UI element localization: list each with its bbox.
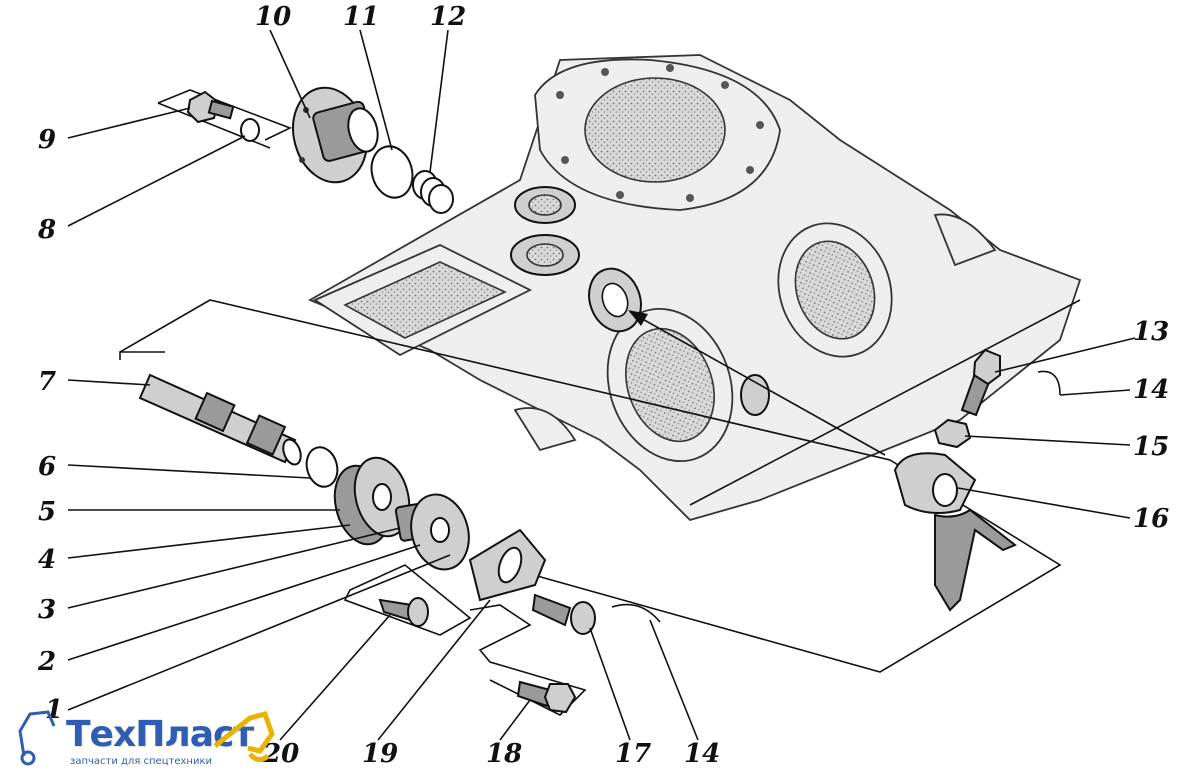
label-3: 3 bbox=[38, 595, 56, 625]
part-2-3-flanged-bushing bbox=[394, 493, 470, 571]
part-10-flange bbox=[292, 86, 379, 184]
label-8: 8 bbox=[37, 215, 56, 245]
label-12: 12 bbox=[430, 2, 466, 32]
part-15-nut bbox=[933, 418, 972, 449]
part-18-bolt bbox=[516, 680, 577, 714]
gearbox-housing bbox=[307, 54, 1082, 522]
part-9-bolt bbox=[186, 90, 235, 124]
techplast-logo: ТехПласт запчасти для спецтехники bbox=[14, 706, 275, 774]
part-8-washer bbox=[240, 118, 260, 142]
label-14-right: 14 bbox=[1133, 375, 1169, 405]
part-19-lock-plate bbox=[468, 528, 547, 602]
leader-lines bbox=[67, 29, 1136, 741]
callout-numbers: 10 11 12 9 8 7 6 5 4 3 2 1 13 14 15 16 2… bbox=[37, 2, 1169, 769]
label-14-bottom: 14 bbox=[684, 739, 720, 769]
excavator-arm-icon bbox=[213, 710, 275, 762]
label-20: 20 bbox=[262, 739, 299, 769]
label-9: 9 bbox=[38, 125, 56, 155]
part-12-spring bbox=[412, 170, 454, 214]
label-6: 6 bbox=[38, 452, 56, 482]
label-15: 15 bbox=[1133, 432, 1169, 462]
excavator-outline-icon bbox=[18, 710, 56, 766]
logo-brand: ТехПласт bbox=[66, 714, 254, 755]
label-18: 18 bbox=[486, 739, 522, 769]
label-17: 17 bbox=[615, 739, 651, 769]
part-7-shaft bbox=[138, 373, 302, 466]
part-20-screw bbox=[378, 597, 429, 627]
label-10: 10 bbox=[255, 2, 291, 32]
label-5: 5 bbox=[38, 497, 56, 527]
part-11-o-ring bbox=[370, 145, 414, 199]
part-16-shift-fork bbox=[893, 452, 1017, 612]
logo-tagline: запчасти для спецтехники bbox=[70, 756, 212, 767]
label-13: 13 bbox=[1133, 317, 1169, 347]
part-17-bolt bbox=[531, 593, 596, 635]
label-16: 16 bbox=[1133, 504, 1169, 534]
label-2: 2 bbox=[37, 647, 56, 677]
label-19: 19 bbox=[362, 739, 398, 769]
part-13-bolt bbox=[960, 348, 1001, 417]
label-4: 4 bbox=[38, 545, 56, 575]
label-11: 11 bbox=[343, 2, 379, 32]
install-arrow bbox=[628, 310, 886, 456]
label-7: 7 bbox=[38, 367, 56, 397]
part-6-ring bbox=[305, 446, 339, 488]
